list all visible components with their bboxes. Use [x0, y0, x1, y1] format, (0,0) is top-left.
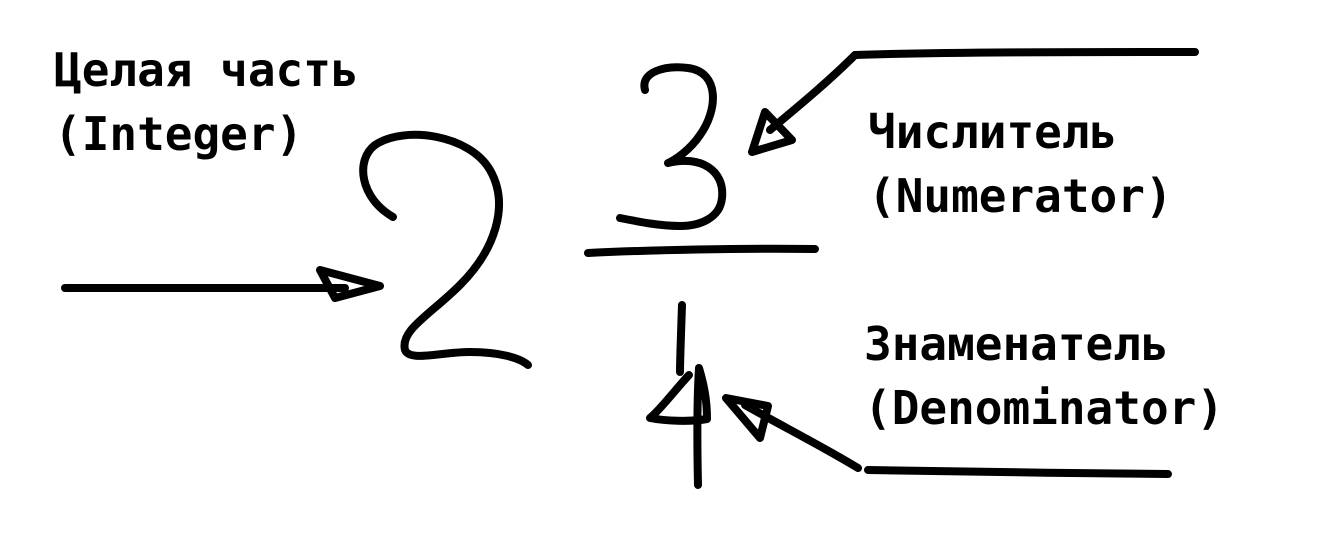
digit-two-whole	[359, 130, 532, 369]
digit-four-denominator-stem	[676, 301, 686, 376]
numerator-arrow-leader	[851, 48, 1199, 59]
digit-three-numerator	[616, 63, 727, 230]
denominator-label-russian: Знаменатель	[864, 317, 1169, 371]
denominator-label-english: (Denominator)	[864, 381, 1225, 435]
numerator-label: Числитель (Numerator)	[868, 100, 1173, 228]
denominator-arrow-leader	[864, 466, 1172, 478]
denominator-arrow-shaft	[741, 401, 862, 472]
numerator-label-russian: Числитель	[868, 105, 1118, 159]
numerator-arrow-shaft	[766, 51, 859, 134]
integer-label: Целая часть (Integer)	[54, 38, 359, 166]
integer-label-russian: Целая часть	[54, 43, 359, 97]
denominator-label: Знаменатель (Denominator)	[864, 312, 1224, 440]
integer-arrow-head	[316, 266, 384, 302]
fraction-bar	[584, 244, 819, 257]
digit-four-denominator-body	[646, 364, 711, 489]
denominator-arrow-head	[722, 394, 772, 442]
numerator-label-english: (Numerator)	[868, 169, 1173, 223]
integer-label-english: (Integer)	[54, 107, 304, 161]
numerator-arrow-head	[748, 108, 796, 156]
